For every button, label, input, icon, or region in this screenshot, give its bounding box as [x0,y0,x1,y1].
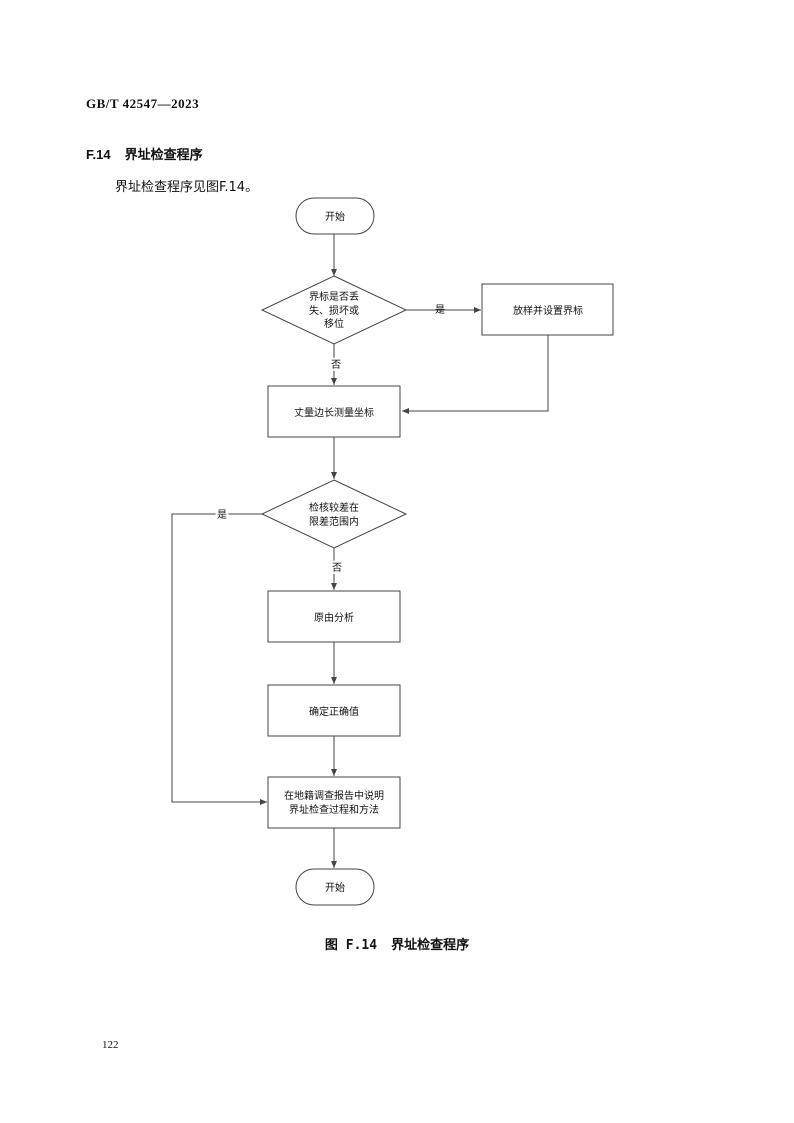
section-title: 界址检查程序 [124,148,203,163]
no2-label: 否 [332,562,342,574]
decision1-line1: 界标是否丢 [309,291,359,303]
section-number: F.14 [86,147,111,162]
process-repair [481,283,614,336]
connector-yes2 [171,513,267,805]
decision1-line3: 移位 [324,317,344,330]
figure-caption: 图 F.14 界址检查程序 [0,934,794,953]
analyze-label: 原由分析 [314,611,354,624]
decision1-line2: 失、损坏或 [309,304,359,317]
process-determine [267,684,401,737]
report-line1: 在地籍调查报告中说明 [284,789,384,802]
decision-tolerance-check [260,479,408,549]
end-terminal [295,868,375,906]
section-heading: F.14 界址检查程序 [86,144,203,163]
start-label: 开始 [325,210,345,223]
process-measure [267,385,401,438]
decision2-line1: 检核较差在 [309,501,359,514]
yes2-label: 是 [217,509,227,521]
repair-label: 放样并设置界标 [513,304,583,317]
end-label: 开始 [325,881,345,894]
connector-repair-measure [402,335,549,414]
measure-label: 丈量边长测量坐标 [294,406,374,419]
yes1-label: 是 [435,304,445,316]
process-report [267,776,401,829]
standard-id: GB/T 42547—2023 [86,96,200,111]
determine-label: 确定正确值 [309,705,359,718]
report-line2: 界址检查过程和方法 [289,803,379,816]
figure-number: 图 F.14 [324,938,378,953]
decision2-line2: 限差范围内 [309,515,359,528]
intro-paragraph: 界址检查程序见图F.14。 [115,180,259,195]
page-number: 122 [102,1039,119,1051]
no1-label: 否 [331,359,341,371]
figure-title: 界址检查程序 [391,938,470,953]
start-terminal [295,197,375,235]
